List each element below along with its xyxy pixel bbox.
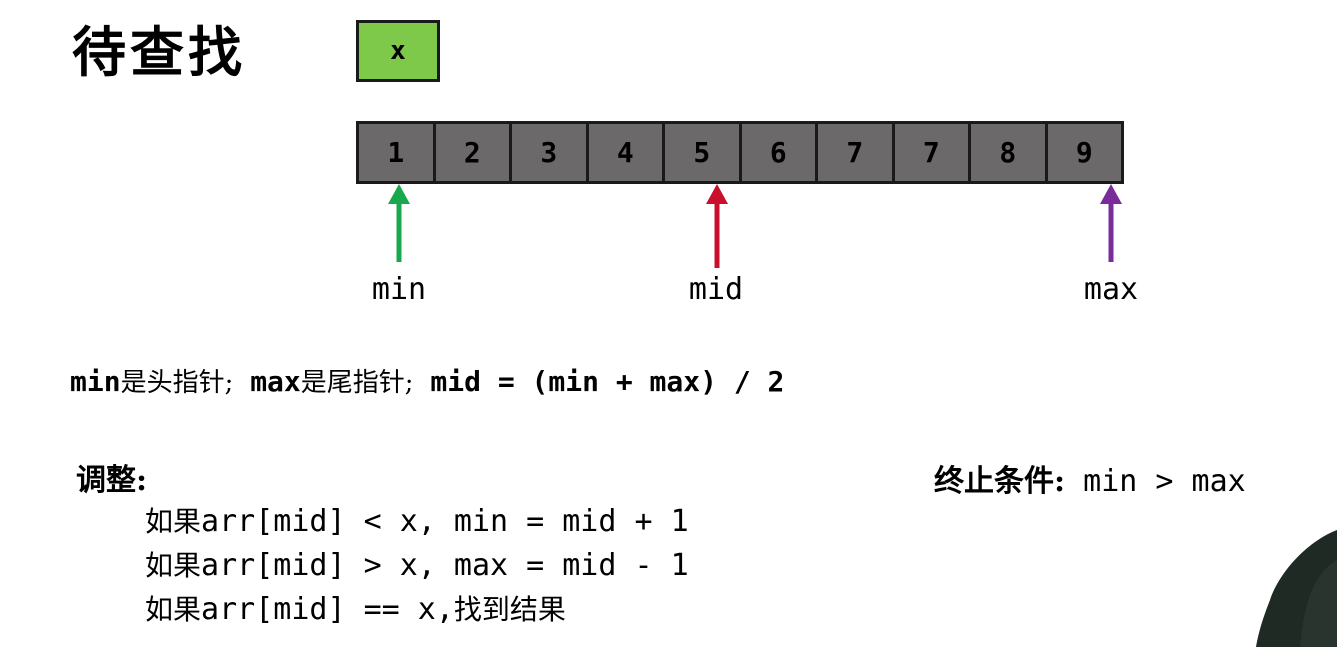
adjust-rules: 如果arr[mid] < x, min = mid + 1 如果arr[mid]…	[145, 500, 689, 632]
array-cell: 6	[738, 121, 818, 184]
rule-line: 如果arr[mid] == x,找到结果	[145, 588, 689, 632]
array-cell: 7	[891, 121, 971, 184]
mid-formula: mid = (min + max) / 2	[430, 365, 785, 398]
rule-code: arr[mid] == x,	[201, 592, 454, 627]
array-cell: 4	[585, 121, 665, 184]
rule-suffix: 找到结果	[453, 593, 566, 626]
max-keyword: max	[250, 365, 301, 398]
array-cell: 9	[1044, 121, 1124, 184]
min-description: 是头指针;	[120, 368, 234, 398]
rule-prefix: 如果	[145, 549, 202, 582]
presenter-image	[1256, 530, 1337, 647]
target-value-box: x	[356, 20, 440, 82]
min-arrow-icon	[388, 184, 410, 262]
stop-expression: min > max	[1083, 464, 1246, 499]
mid-pointer-label: mid	[688, 272, 744, 307]
rule-code: arr[mid] > x, max = mid - 1	[201, 548, 689, 583]
rule-line: 如果arr[mid] < x, min = mid + 1	[145, 500, 689, 544]
array-cell: 2	[432, 121, 512, 184]
max-arrow-icon	[1100, 184, 1122, 262]
max-pointer-label: max	[1083, 272, 1139, 307]
mid-arrow-icon	[706, 184, 728, 268]
rule-prefix: 如果	[145, 505, 202, 538]
stop-label: 终止条件:	[934, 464, 1066, 499]
array-cell: 8	[968, 121, 1048, 184]
pointer-definition: min是头指针; max是尾指针; mid = (min + max) / 2	[70, 362, 784, 399]
page-title: 待查找	[72, 21, 246, 84]
array-cell: 1	[356, 121, 436, 184]
target-value: x	[390, 36, 406, 66]
min-keyword: min	[70, 365, 121, 398]
rule-prefix: 如果	[145, 593, 202, 626]
max-description: 是尾指针;	[300, 368, 414, 398]
array-cells: 1 2 3 4 5 6 7 7 8 9	[356, 121, 1156, 184]
stop-condition: 终止条件: min > max	[934, 456, 1246, 500]
array-cell: 5	[662, 121, 742, 184]
rule-line: 如果arr[mid] > x, max = mid - 1	[145, 544, 689, 588]
min-pointer-label: min	[371, 272, 427, 307]
array-cell: 3	[509, 121, 589, 184]
rule-code: arr[mid] < x, min = mid + 1	[201, 504, 689, 539]
array-cell: 7	[815, 121, 895, 184]
adjust-heading: 调整:	[76, 463, 148, 498]
